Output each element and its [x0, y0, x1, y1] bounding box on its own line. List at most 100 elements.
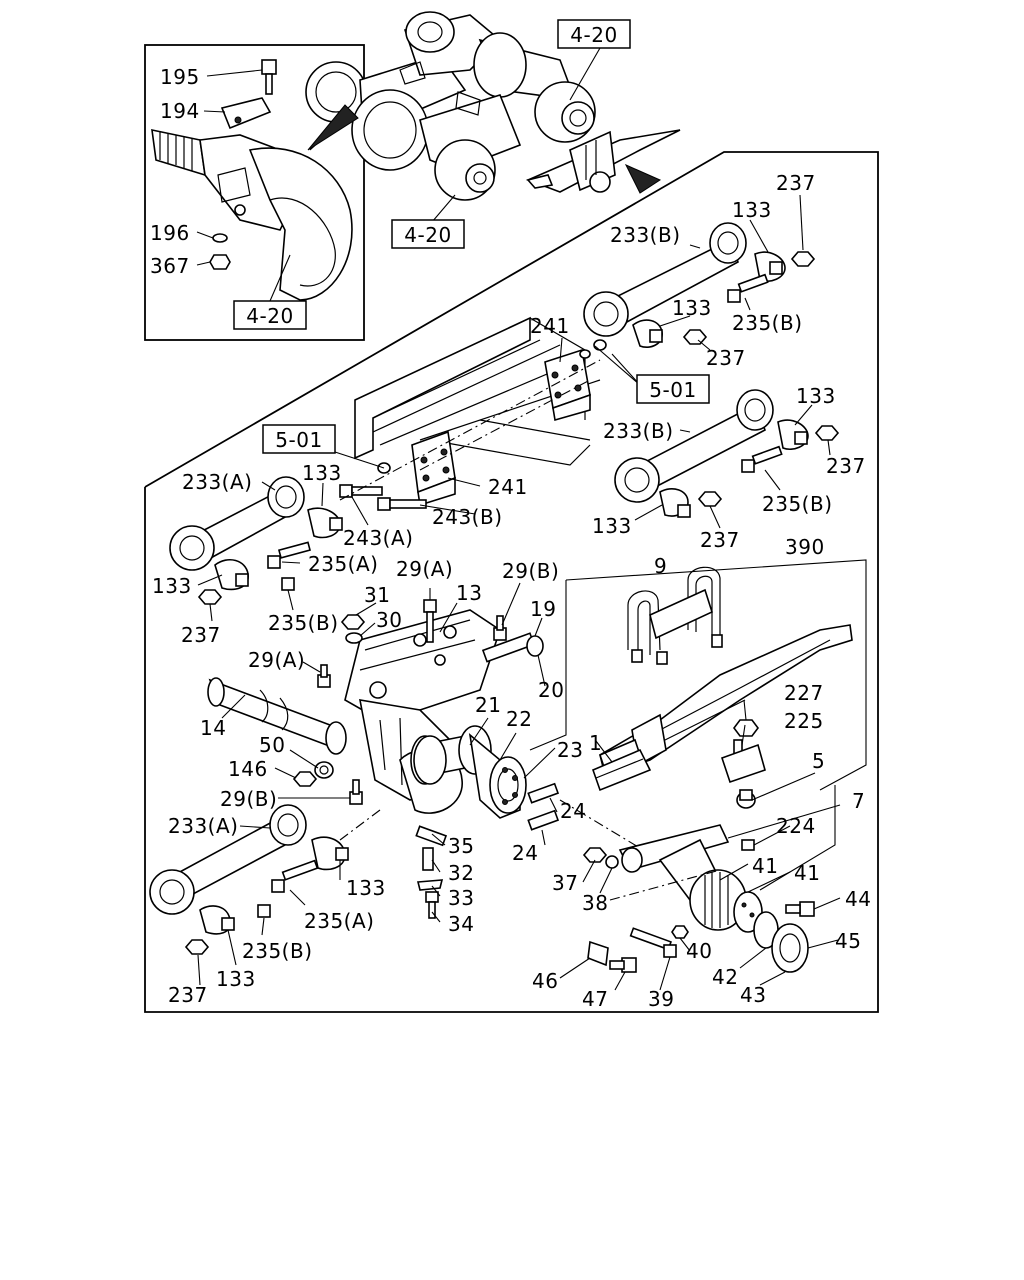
bolt-47-icon	[609, 957, 637, 973]
leader-lines	[196, 47, 841, 991]
torque-rod-233a-lower-icon	[149, 804, 349, 955]
label-41-b: 41	[794, 861, 820, 885]
nut-227-icon	[733, 719, 759, 737]
ref-box-5-01-right[interactable]: 5-01	[636, 374, 710, 404]
label-37: 37	[552, 871, 578, 895]
bolt-29a-icon	[317, 599, 437, 688]
label-23: 23	[557, 738, 583, 762]
inset-frame	[144, 44, 365, 341]
label-235a-1: 235(A)	[308, 552, 378, 576]
hub-assembly-icon	[413, 725, 527, 819]
bolt-243-icon	[339, 484, 427, 511]
label-29a-2: 29(A)	[248, 648, 305, 672]
bolt-39-icon	[629, 927, 677, 958]
svg-text:4-20: 4-20	[404, 223, 451, 247]
torque-rod-233b-lower-icon	[614, 389, 840, 518]
label-133-e: 133	[302, 461, 342, 485]
svg-text:5-01: 5-01	[649, 378, 696, 402]
label-196: 196	[150, 221, 190, 245]
label-237-b: 237	[706, 346, 746, 370]
label-133-b: 133	[672, 296, 712, 320]
centerline-d	[559, 799, 641, 849]
label-31: 31	[364, 583, 390, 607]
ref-box-4-20-inset[interactable]: 4-20	[233, 300, 307, 330]
label-367: 367	[150, 254, 190, 278]
label-42: 42	[712, 965, 738, 989]
label-235b-3: 235(B)	[268, 611, 339, 635]
label-235b-4: 235(B)	[242, 939, 313, 963]
label-237-e: 237	[181, 623, 221, 647]
nut-37-icon	[582, 847, 608, 863]
label-34: 34	[448, 912, 474, 936]
bracket-241-upper-icon	[544, 348, 591, 422]
label-237-d: 237	[700, 528, 740, 552]
ref-box-4-20-mid[interactable]: 4-20	[391, 219, 465, 249]
label-19: 19	[530, 597, 556, 621]
svg-text:4-20: 4-20	[246, 304, 293, 328]
grease-fitting-20-icon	[526, 635, 544, 657]
label-133-d: 133	[592, 514, 632, 538]
main-frame	[144, 151, 879, 1013]
label-195: 195	[160, 65, 200, 89]
cap-43-icon	[771, 923, 809, 973]
label-233b-1: 233(B)	[610, 223, 681, 247]
label-40: 40	[686, 939, 712, 963]
grease-40-icon	[671, 925, 689, 939]
bolt-34-icon	[425, 891, 439, 919]
label-13: 13	[456, 581, 482, 605]
label-233a-2: 233(A)	[168, 814, 238, 838]
label-32: 32	[448, 861, 474, 885]
label-14: 14	[200, 716, 226, 740]
label-235a-2: 235(A)	[304, 909, 374, 933]
label-29a-1: 29(A)	[396, 557, 453, 581]
nut-367-icon	[209, 254, 231, 270]
label-22: 22	[506, 707, 532, 731]
label-133-c: 133	[796, 384, 836, 408]
label-237-c: 237	[826, 454, 866, 478]
label-41-a: 41	[752, 854, 778, 878]
label-243a: 243(A)	[343, 526, 413, 550]
pin-35-icon	[415, 825, 448, 847]
label-390: 390	[785, 535, 825, 559]
label-29b-1: 29(B)	[502, 559, 559, 583]
label-38: 38	[582, 891, 608, 915]
washer-30-icon	[345, 632, 363, 644]
ref-box-5-01-left[interactable]: 5-01	[262, 424, 336, 454]
hub-boundary	[529, 580, 567, 751]
label-194: 194	[160, 99, 200, 123]
pin-24-icon	[527, 782, 560, 831]
label-24-a: 24	[560, 799, 586, 823]
label-24-b: 24	[512, 841, 538, 865]
centerline-b	[419, 379, 591, 471]
hub-group-boundary	[759, 785, 836, 891]
bolt-195-icon	[261, 59, 277, 95]
part-labels: 195 194 196 367 237 133 233(B) 133 235(B…	[150, 65, 871, 1011]
label-20: 20	[538, 678, 564, 702]
washer-38-icon	[605, 855, 619, 869]
label-225: 225	[784, 709, 824, 733]
bushing-50-icon	[314, 761, 334, 779]
nut-224-icon	[741, 839, 755, 851]
label-241-b: 241	[488, 475, 528, 499]
label-9: 9	[654, 554, 667, 578]
label-33: 33	[448, 886, 474, 910]
leaf-spring-1-icon	[591, 748, 652, 792]
label-45: 45	[835, 929, 861, 953]
label-235b-1: 235(B)	[732, 311, 803, 335]
label-227: 227	[784, 681, 824, 705]
centerline-c	[609, 869, 721, 901]
centerline-e	[339, 809, 381, 841]
drum-41-icon	[689, 869, 763, 933]
label-233a-1: 233(A)	[182, 470, 252, 494]
torque-rod-233b-upper-icon	[583, 222, 816, 348]
label-243b: 243(B)	[432, 505, 503, 529]
top-axle-assembly	[305, 11, 681, 201]
label-1: 1	[589, 731, 602, 755]
label-133-g: 133	[346, 876, 386, 900]
ref-box-4-20-top[interactable]: 4-20	[557, 19, 631, 49]
centerline-a	[339, 359, 601, 501]
bolt-225-icon	[720, 739, 766, 784]
torque-rod-233a-upper-icon	[169, 476, 343, 605]
label-30: 30	[376, 608, 402, 632]
